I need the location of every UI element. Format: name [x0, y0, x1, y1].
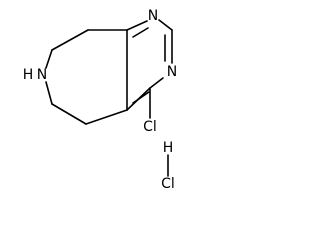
bond-n1-c2	[158, 19, 173, 31]
pyrimidine-ring	[126, 19, 173, 111]
atom-n1-label: N	[148, 8, 158, 24]
hcl-cl-label: Cl	[161, 176, 175, 192]
atom-n3-label: N	[167, 64, 177, 80]
bond-n3-c4	[149, 77, 164, 89]
bond-c7-n6	[45, 49, 53, 69]
atom-nh-h-label: H	[23, 67, 34, 83]
bond-c9-n1	[126, 20, 148, 31]
double-bond-n1-c9	[132, 27, 149, 38]
bond-c5a-c4a	[85, 109, 128, 125]
azepane-ring	[45, 29, 128, 125]
double-bond-c4-c4a	[132, 91, 150, 104]
hcl-h-label: H	[163, 140, 174, 156]
chemical-structure: N N H N Cl H Cl	[23, 8, 178, 192]
atom-nh-n-label: N	[37, 67, 47, 83]
bond-c8-c7	[51, 29, 89, 51]
atom-cl-label: Cl	[143, 119, 157, 135]
bond-c5b-c5a	[51, 103, 87, 125]
bond-n6-c5b	[45, 81, 53, 105]
